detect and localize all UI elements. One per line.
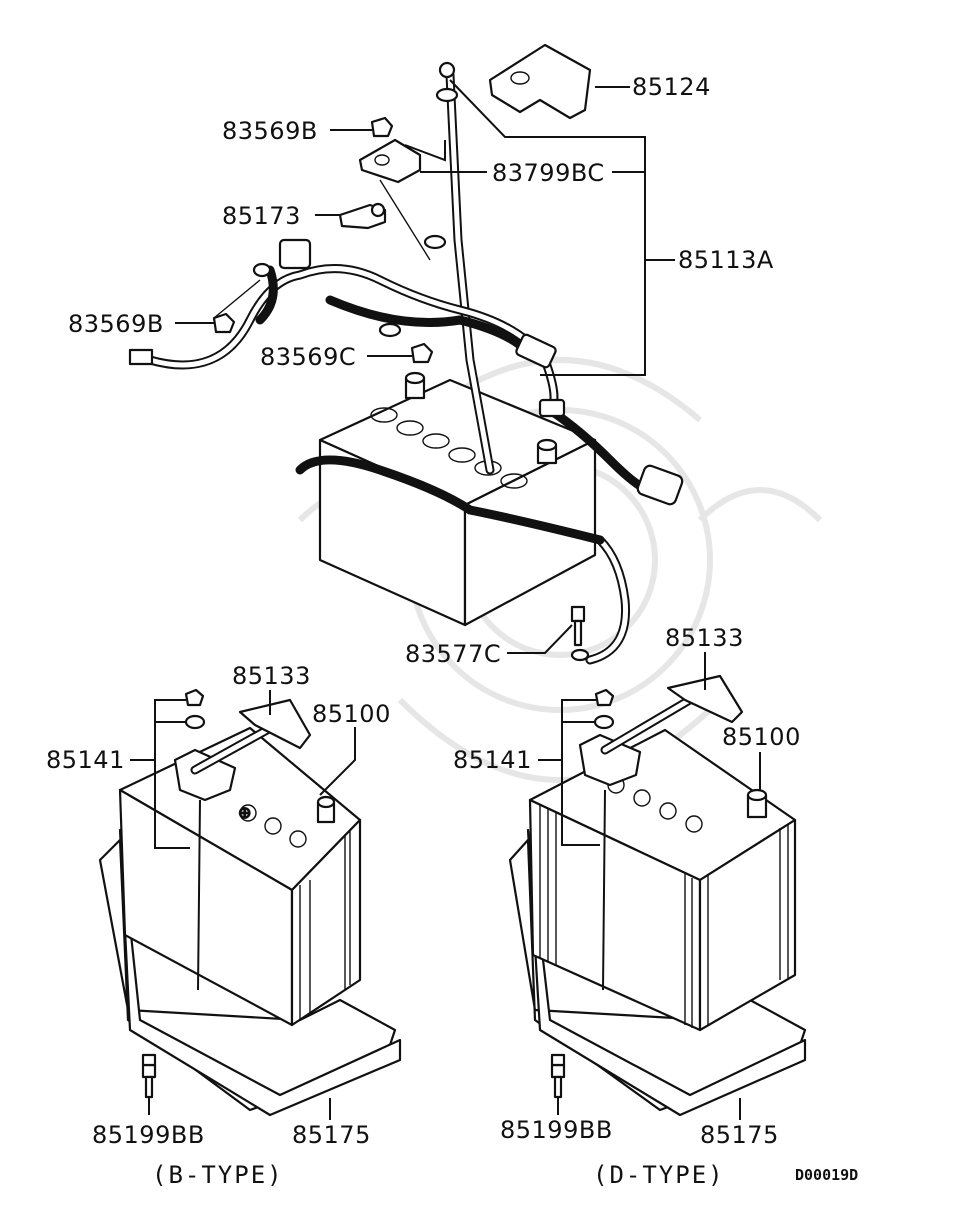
label-83569C: 83569C (260, 343, 356, 371)
nut-83569B-top (370, 116, 394, 138)
bolt-85173 (338, 202, 387, 230)
d-type-leaders (538, 652, 761, 1120)
label-d-85133: 85133 (665, 624, 744, 652)
top-leaders (175, 79, 675, 654)
label-83569B-left: 83569B (68, 310, 164, 338)
cover-85124 (488, 43, 592, 120)
bolt-83577C (570, 605, 586, 647)
label-b-85199BB: 85199BB (92, 1121, 205, 1149)
label-b-85133: 85133 (232, 662, 311, 690)
label-d-85141: 85141 (453, 746, 532, 774)
caption-b-type: (B-TYPE) (152, 1161, 284, 1189)
label-83569B-top: 83569B (222, 117, 318, 145)
label-b-85141: 85141 (46, 746, 125, 774)
label-d-85199BB: 85199BB (500, 1116, 613, 1144)
label-85173: 85173 (222, 202, 301, 230)
battery-cable-harness (128, 61, 684, 665)
caption-d-type: (D-TYPE) (593, 1161, 725, 1189)
d-type-assembly (508, 674, 807, 1117)
label-83577C: 83577C (405, 640, 501, 668)
label-b-85175: 85175 (292, 1121, 371, 1149)
label-b-85100: 85100 (312, 700, 391, 728)
label-85124: 85124 (632, 73, 711, 101)
top-battery (318, 371, 597, 627)
diagram-code: D00019D (795, 1166, 858, 1184)
clamp-83799BC (358, 138, 422, 184)
label-d-85100: 85100 (722, 723, 801, 751)
nut-83569C (410, 342, 434, 364)
nut-83569B-left (212, 312, 236, 334)
b-type-leaders (130, 690, 356, 1120)
label-d-85175: 85175 (700, 1121, 779, 1149)
label-85113A: 85113A (678, 246, 774, 274)
label-83799BC: 83799BC (492, 159, 605, 187)
